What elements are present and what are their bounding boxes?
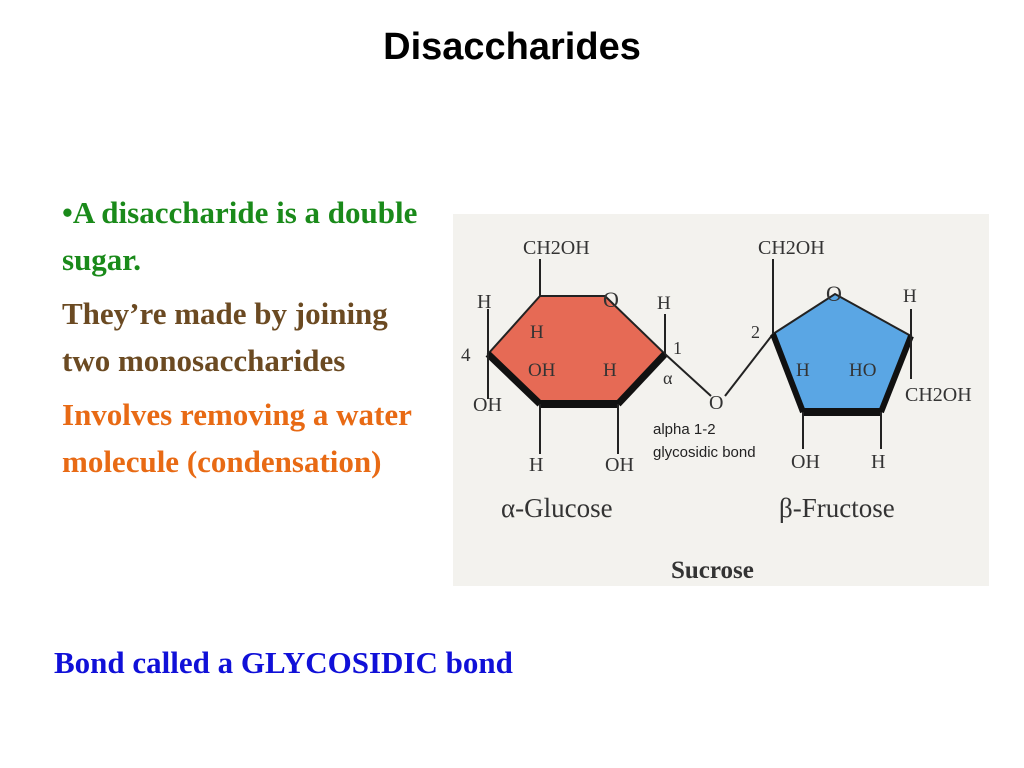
- glycosidic-bond-statement: Bond called a GLYCOSIDIC bond: [54, 645, 513, 680]
- bullet-list: •A disaccharide is a double sugar. They’…: [62, 190, 422, 493]
- glucose-oh-left-label: OH: [473, 394, 502, 416]
- fructose-ho-inner-label: HO: [849, 360, 876, 381]
- fructose-name: β-Fructose: [779, 493, 895, 523]
- fructose-ch2oh-top-label: CH2OH: [758, 237, 825, 259]
- slide-title: Disaccharides: [383, 26, 641, 68]
- glucose-h-bottom-label: H: [529, 454, 543, 476]
- glucose-ring-front-edge-left: [485, 351, 543, 407]
- glucose-ring-o-label: O: [603, 287, 619, 312]
- alpha-symbol: α: [663, 368, 673, 388]
- glucose-h-left-label: H: [477, 291, 491, 313]
- fructose-c2-number: 2: [751, 322, 760, 342]
- sucrose-diagram: CH2OH O H H 4 OH H OH H OH H 1 α O alpha…: [453, 214, 989, 586]
- fructose-ring-front-edge-right: [878, 334, 914, 414]
- glucose-c1-number: 1: [673, 338, 682, 358]
- glucose-name: α-Glucose: [501, 493, 613, 523]
- glycosidic-bond-right: [724, 333, 774, 397]
- glucose-h-right-label: H: [657, 293, 671, 314]
- glucose-h-inner-right-label: H: [603, 360, 617, 381]
- fructose-h-inner-label: H: [796, 360, 810, 381]
- glucose-oh-bottom-label: OH: [605, 454, 634, 476]
- fructose-ring-front-edge-left: [770, 332, 806, 414]
- sucrose-structure-figure: CH2OH O H H 4 OH H OH H OH H 1 α O alpha…: [453, 214, 989, 586]
- bullet-joining: They’re made by joining two monosacchari…: [62, 296, 388, 378]
- glycosidic-bond-left: [664, 353, 712, 397]
- sucrose-caption: Sucrose: [671, 557, 754, 584]
- fructose-ch2oh-right-label: CH2OH: [905, 384, 972, 406]
- glycosidic-bond-label-line2: glycosidic bond: [653, 444, 756, 461]
- fructose-oh-bottom-label: OH: [791, 451, 820, 473]
- glycosidic-o-label: O: [709, 392, 723, 414]
- glucose-c4-number: 4: [461, 345, 471, 366]
- bullet-definition: •A disaccharide is a double sugar.: [62, 195, 418, 277]
- fructose-h-bottom-label: H: [871, 451, 885, 473]
- glucose-ring-front-edge-right: [615, 351, 668, 407]
- glucose-ch2oh-label: CH2OH: [523, 237, 590, 259]
- glucose-oh-inner-label: OH: [528, 360, 556, 381]
- fructose-h-right-label: H: [903, 286, 917, 307]
- bullet-condensation: Involves removing a water molecule (cond…: [62, 397, 412, 479]
- glucose-h-inner-label: H: [530, 322, 544, 343]
- fructose-ring-o-label: O: [826, 281, 842, 306]
- glycosidic-bond-label-line1: alpha 1-2: [653, 421, 716, 438]
